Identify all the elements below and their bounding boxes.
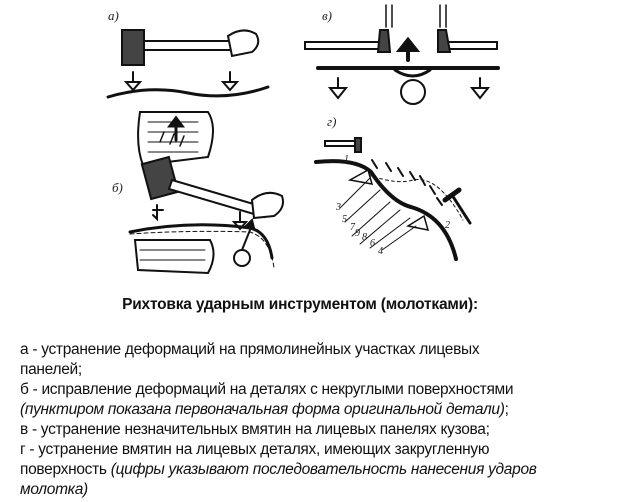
- seq-3: 3: [335, 202, 341, 213]
- caption-line-g-end: молотка): [20, 480, 630, 500]
- line-italic: (пунктиром показана первоначальная форма…: [20, 401, 505, 418]
- seq-8: 8: [362, 232, 367, 243]
- line-text: панелей;: [20, 361, 82, 378]
- caption-line-a-cont: панелей;: [20, 360, 630, 380]
- hammer-straightening-illustration: а) б) в): [106, 4, 500, 275]
- seq-2: 2: [445, 220, 450, 231]
- seq-4: 4: [378, 246, 383, 257]
- label-a: а): [108, 8, 119, 23]
- line-text: в - устранение незначительных вмятин на …: [20, 421, 490, 438]
- diagram-g: г) 1 2 3 4 5 6 7 8 9: [314, 114, 472, 261]
- line-text: г - устранение вмятин на лицевых деталях…: [20, 441, 490, 458]
- caption-line-a: а - устранение деформаций на прямолинейн…: [20, 340, 630, 360]
- caption-line-b: б - исправление деформаций на деталях с …: [20, 380, 630, 400]
- diagram-v: в): [304, 4, 500, 105]
- caption-line-g: г - устранение вмятин на лицевых деталях…: [20, 440, 630, 460]
- caption-line-g-cont: поверхность (цифры указывают последовате…: [20, 460, 630, 480]
- line-text: а - устранение деформаций на прямолинейн…: [20, 341, 480, 358]
- seq-7: 7: [350, 222, 356, 233]
- seq-9: 9: [355, 228, 360, 239]
- caption-title: Рихтовка ударным инструментом (молотками…: [122, 296, 478, 313]
- seq-1: 1: [344, 154, 349, 165]
- seq-6: 6: [370, 238, 375, 249]
- label-g: г): [327, 114, 336, 129]
- caption-body: а - устранение деформаций на прямолинейн…: [20, 340, 630, 500]
- line-italic: (цифры указывают последовательность нане…: [110, 461, 537, 478]
- seq-5: 5: [342, 214, 347, 225]
- label-v: в): [322, 8, 332, 23]
- diagram-b: б): [112, 131, 284, 275]
- label-b: б): [112, 180, 123, 195]
- line-italic: молотка): [20, 481, 88, 498]
- line-text: поверхность: [20, 461, 111, 478]
- line-tail: ;: [504, 401, 509, 418]
- caption-line-v: в - устранение незначительных вмятин на …: [20, 420, 630, 440]
- line-text: б - исправление деформаций на деталях с …: [20, 381, 514, 398]
- diagram-a: а): [106, 8, 270, 167]
- caption-line-b-note: (пунктиром показана первоначальная форма…: [20, 400, 630, 420]
